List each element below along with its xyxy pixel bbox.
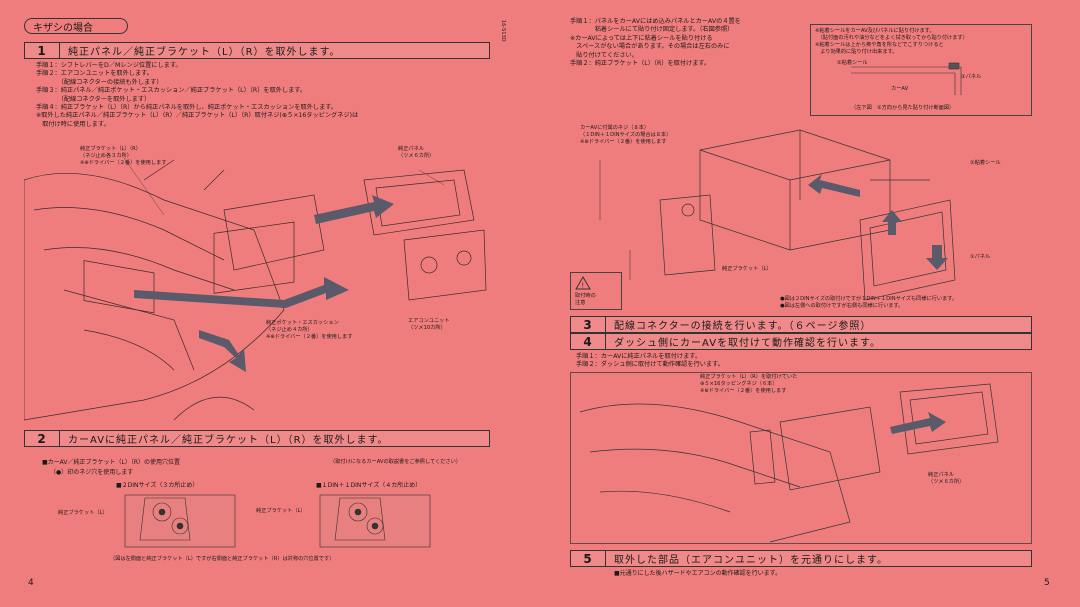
section-4-number: 4 — [571, 334, 606, 349]
step-line: （配線コネクターの接続も外します） — [36, 78, 163, 86]
section-5-title: 取外した部品（エアコンユニット）を元通りにします。 — [614, 555, 888, 566]
doc-code: 16-S13D — [500, 20, 506, 42]
seal-notes: ※粘着シールをカーAV及びパネルに貼り付けます。 （貼付面の汚れや油分などをよく… — [815, 28, 968, 55]
section-1-header: 1 純正パネル／純正ブラケット（L）（R）を取外します。 — [24, 42, 490, 59]
step-line: 手順３：純正パネル／純正ポケット・エスカッション／純正ブラケット（L）（R）を取… — [36, 87, 307, 95]
sec2-position-note: ■カーAV／純正ブラケット（L）（R）の使用穴位置 — [42, 459, 181, 466]
dashboard-install-illustration — [570, 372, 1032, 544]
section-5-header: 5 取外した部品（エアコンユニット）を元通りにします。 — [570, 550, 1032, 567]
bracket-l-label: 純正ブラケット（L） — [722, 266, 772, 272]
step-line: 手順２：エアコンユニットを取外します。 — [36, 70, 153, 78]
panel-label: ①パネル — [961, 74, 982, 80]
label-aircon: エアコンユニット （ツメ10カ所） — [408, 318, 450, 331]
din1-label: ■１DIN＋１DINサイズ（４カ所止め） — [316, 482, 422, 489]
svg-text:!: ! — [581, 282, 584, 290]
section-3-number: 3 — [571, 317, 606, 332]
seal-note-box: ※粘着シールをカーAV及びパネルに貼り付けます。 （貼付面の汚れや油分などをよく… — [810, 24, 1032, 116]
section-1-title: 純正パネル／純正ブラケット（L）（R）を取外します。 — [68, 47, 341, 58]
figure-notes: ●図は２DINサイズの取付けですが１DIN＋１DINサイズも同様に行います。 ●… — [780, 296, 958, 309]
sec2-screw-note: （●）印のネジ穴を使用します — [50, 469, 134, 476]
carav-assembly-illustration — [599, 129, 956, 301]
section-3-header: 3 配線コネクターの接続を行います。（６ページ参照） — [570, 316, 1032, 333]
section-1-number: 1 — [25, 43, 60, 58]
screw-note: カーAVに付属のネジ（８本） （１DIN＋１DINサイズの場合は８本） ※⊕ドラ… — [580, 125, 672, 145]
vehicle-tag: キザシの場合 — [24, 18, 128, 34]
seal-caption: （左下図 ①方向から見た貼り付け断面図） — [851, 105, 955, 111]
page-number-right: 5 — [1044, 578, 1050, 588]
caution-box: ! 取付時の 注意 — [570, 272, 622, 310]
section-3-title: 配線コネクターの接続を行います。（６ページ参照） — [614, 321, 872, 332]
section-4-steps: 手順１：カーAVに純正パネルを取付けます。 手順２：ダッシュ側に取付けて動作確認… — [576, 353, 724, 369]
section-5-note: ■元通りにした後ハザードやエアコンの動作確認を行います。 — [614, 570, 782, 577]
section-2-header: 2 カーAVに純正パネル／純正ブラケット（L）（R）を取外します。 — [24, 430, 490, 447]
section-1-steps: 手順１：シフトレバーをD／Mレンジ位置にします。 手順２：エアコンユニットを取外… — [36, 62, 358, 129]
sec2-caption: （図は左側面と純正ブラケット（L）ですが右側面と純正ブラケット（R）は対称の穴位… — [110, 556, 335, 562]
right-page: 手順１：パネルをカーAVにはめ込みパネルとカーAVの４置を 粘着シールにて貼り付… — [540, 0, 1080, 607]
din2-bracket-label: 純正ブラケット（L） — [58, 510, 108, 516]
seal-cross-section — [851, 62, 962, 95]
section-4-title: ダッシュ側にカーAVを取付けて動作確認を行います。 — [614, 338, 882, 349]
section-5-number: 5 — [571, 551, 606, 566]
page-number-left: 4 — [28, 578, 34, 588]
right-top-steps: 手順１：パネルをカーAVにはめ込みパネルとカーAVの４置を 粘着シールにて貼り付… — [570, 18, 741, 68]
warning-icon: ! — [575, 276, 591, 290]
carav-label: カーAV — [891, 86, 909, 92]
label-bracket: 純正ブラケット（L）（R） （ネジ止め各３カ所） ※⊕ドライバー（２番）を使用し… — [80, 146, 167, 166]
din1-bracket-label: 純正ブラケット（L） — [256, 508, 306, 514]
label-panel: 純正パネル （ツメ６カ所） — [398, 146, 435, 159]
step-line: 取付け時に使用します。 — [36, 120, 110, 128]
din2-label: ■２DINサイズ（３カ所止め） — [116, 482, 199, 489]
section-4-header: 4 ダッシュ側にカーAVを取付けて動作確認を行います。 — [570, 333, 1032, 350]
section-2-number: 2 — [25, 431, 60, 446]
step-line: （配線コネクターを取外します） — [36, 95, 151, 103]
sec2-right-note: （取付けになるカーAVの取説書をご参照してください） — [330, 459, 461, 465]
step-line: ※取外した純正パネル／純正ブラケット（L）（R）／純正ブラケット（L）（R）取付… — [36, 112, 359, 120]
step-line: 手順１：シフトレバーをD／Mレンジ位置にします。 — [36, 62, 182, 69]
step-line: 手順４：純正ブラケット（L）（R）から純正パネルを取外し、純正ポケット・エスカッ… — [36, 104, 338, 112]
bracket-hole-diagrams — [124, 494, 431, 548]
seal-label: ②粘着シール — [837, 60, 868, 66]
seal2-label: ②粘着シール — [970, 160, 1001, 166]
left-page: キザシの場合 16-S13D 1 純正パネル／純正ブラケット（L）（R）を取外し… — [24, 18, 506, 588]
fig4-bracket-label: 純正ブラケット（L）（R）を取付けていた ⊕５×16タッピングネジ（６本） ※⊕… — [700, 374, 798, 394]
dashboard-removal-illustration — [24, 157, 487, 421]
caution-text: 取付時の 注意 — [575, 293, 596, 306]
section-2-title: カーAVに純正パネル／純正ブラケット（L）（R）を取外します。 — [68, 435, 389, 446]
label-pocket: 純正ポケット・エスカッション （ネジ止め４カ所） ※⊕ドライバー（２番）を使用し… — [266, 320, 353, 340]
fig4-panel-label: 純正パネル （ツメ６カ所） — [928, 472, 965, 485]
panel1-label: ①パネル — [970, 254, 991, 260]
